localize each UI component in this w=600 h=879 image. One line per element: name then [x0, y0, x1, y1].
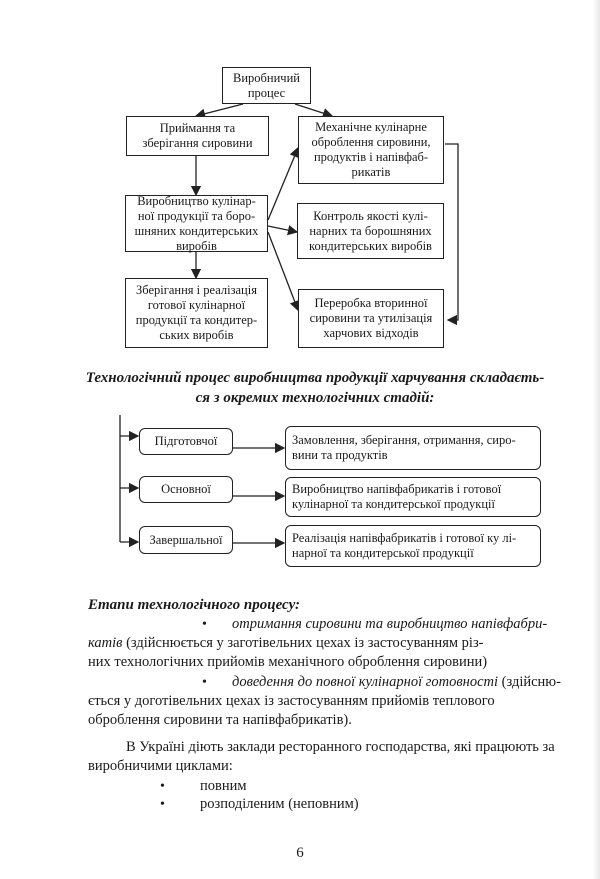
left-box-2: Виробництво кулінар- ної продукції та бо… [125, 194, 268, 253]
ukraine-para-line2: виробничими циклами: [88, 758, 233, 774]
page-number: 6 [296, 845, 304, 861]
stage-item-1-line3: них технологічних прийомів механічного о… [88, 654, 488, 670]
cycle-bullet-2: • [160, 797, 165, 812]
stage-desc-preparatory: Замовлення, зберігання, отримання, сиро-… [285, 426, 541, 470]
ukraine-para-line1: В Україні діють заклади ресторанного гос… [126, 739, 555, 755]
stage-item-1-rest: (здійснюється у заготівельних цехах із з… [122, 635, 484, 651]
stage-desc-final: Реалізація напівфабрикатів і готової ку … [285, 525, 541, 567]
stage-box-final: Завершальної [139, 526, 233, 554]
stage-box-main: Основної [139, 476, 233, 503]
tech-process-heading: Технологічний процес виробництва продукц… [85, 370, 545, 406]
right-box-1: Механічне кулінарне оброблення сировини,… [298, 116, 444, 184]
stage-item-2-line2: ється у доготівельних цехах із застосува… [88, 693, 495, 709]
right-box-2: Контроль якості кулі- нарних та борошнян… [297, 203, 444, 259]
cycle-item-full: повним [200, 778, 247, 794]
stage-item-1-line1: отримання сировини та виробництво напівф… [232, 616, 548, 632]
stage-bullet-1: • [202, 617, 207, 632]
stage-item-1-line2: катів (здійснюється у заготівельних цеха… [88, 634, 484, 653]
left-box-1: Приймання та зберігання сировини [126, 116, 269, 156]
root-box: Виробничий процес [222, 67, 311, 104]
page-edge-shadow [594, 0, 600, 879]
cycle-item-partial: розподіленим (неповним) [200, 796, 359, 812]
stage-item-2-line3: оброблення сировини та напівфабрикатів). [88, 712, 352, 728]
cycle-bullet-1: • [160, 779, 165, 794]
left-box-3: Зберігання і реалізація готової кулінарн… [125, 278, 268, 348]
right-box-3: Переробка вторинної сировини та утилізац… [298, 289, 444, 348]
stages-title: Етапи технологічного процесу: [88, 597, 301, 613]
stage-item-1-italic-end: катів [88, 635, 123, 651]
stage-item-2-italic: доведення до повної кулінарної готовност… [232, 674, 499, 690]
stage-bullet-2: • [202, 675, 207, 690]
stage-item-2-rest: (здійсню- [498, 674, 561, 690]
stage-box-preparatory: Підготовчої [139, 428, 233, 455]
stage-desc-main: Виробництво напівфабрикатів і готової ку… [285, 477, 541, 517]
stage-item-2-line1: доведення до повної кулінарної готовност… [232, 673, 561, 692]
